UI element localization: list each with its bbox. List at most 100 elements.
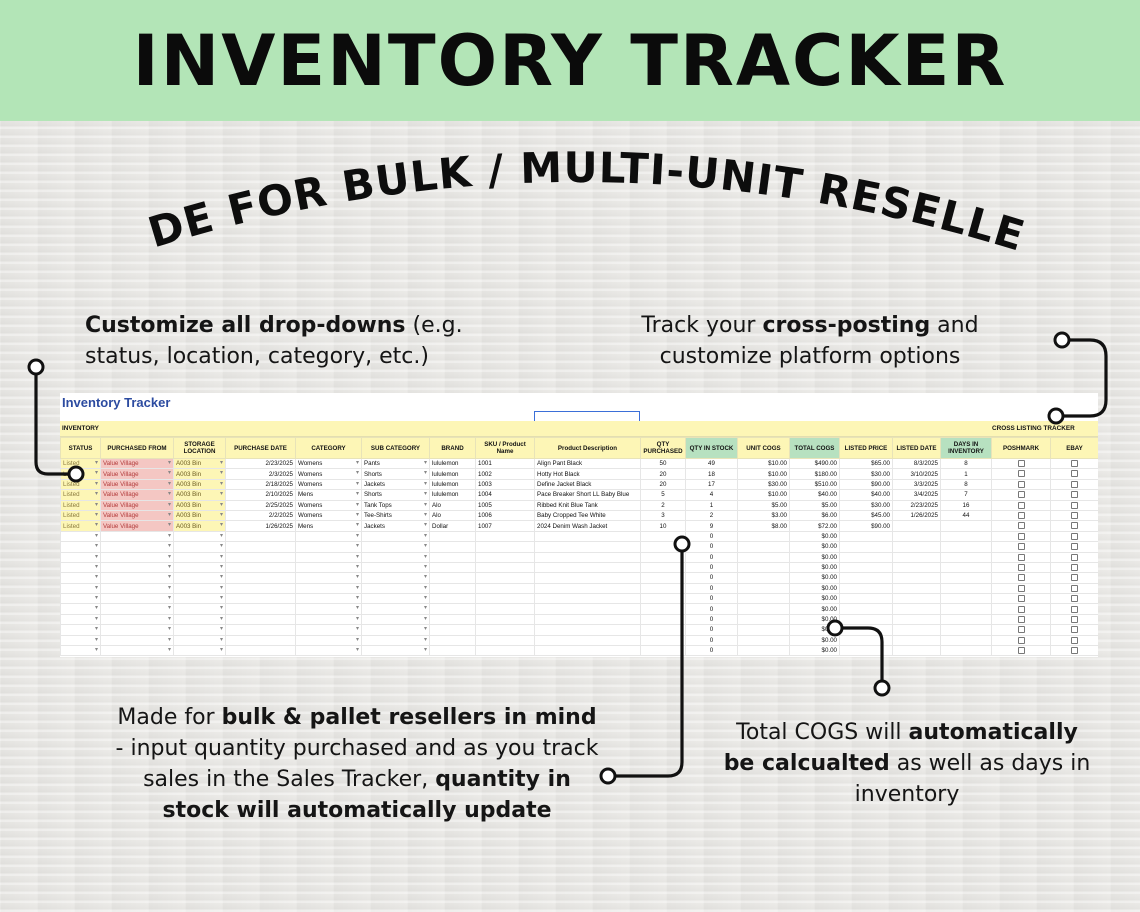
- poshmark-checkbox[interactable]: [1017, 532, 1025, 540]
- table-cell[interactable]: [295, 645, 362, 657]
- table-cell[interactable]: Mens: [295, 520, 362, 532]
- table-cell[interactable]: [100, 613, 174, 626]
- table-cell[interactable]: [100, 541, 174, 553]
- table-cell[interactable]: Listed: [60, 520, 101, 532]
- table-cell[interactable]: [361, 603, 430, 615]
- table-cell[interactable]: A003 Bin: [173, 509, 226, 522]
- ebay-checkbox[interactable]: [1071, 626, 1078, 634]
- ebay-checkbox[interactable]: [1071, 574, 1078, 582]
- poshmark-checkbox[interactable]: [1017, 522, 1025, 530]
- table-cell[interactable]: [295, 603, 362, 615]
- table-cell[interactable]: [173, 582, 226, 595]
- ebay-checkbox[interactable]: [1071, 553, 1078, 561]
- table-cell[interactable]: [361, 613, 430, 626]
- table-cell[interactable]: Womens: [295, 457, 362, 470]
- table-cell[interactable]: Value Village: [100, 499, 174, 511]
- table-cell[interactable]: Womens: [295, 478, 362, 491]
- poshmark-checkbox[interactable]: [1017, 543, 1025, 551]
- table-cell[interactable]: [361, 624, 430, 636]
- table-cell[interactable]: Womens: [295, 509, 362, 522]
- table-cell[interactable]: [295, 551, 362, 563]
- ebay-checkbox[interactable]: [1071, 532, 1078, 540]
- table-cell[interactable]: [60, 634, 101, 647]
- table-cell[interactable]: [60, 645, 101, 657]
- table-cell[interactable]: [295, 572, 362, 584]
- table-cell[interactable]: [361, 634, 430, 647]
- table-cell[interactable]: A003 Bin: [173, 478, 226, 491]
- poshmark-checkbox[interactable]: [1017, 615, 1025, 623]
- table-cell[interactable]: [60, 572, 101, 584]
- table-cell[interactable]: [361, 530, 430, 543]
- table-cell[interactable]: Value Village: [100, 468, 174, 480]
- poshmark-checkbox[interactable]: [1017, 501, 1025, 509]
- poshmark-checkbox[interactable]: [1017, 584, 1025, 592]
- table-cell[interactable]: Listed: [60, 468, 101, 480]
- table-cell[interactable]: [100, 530, 174, 543]
- table-cell[interactable]: [173, 634, 226, 647]
- table-cell[interactable]: [295, 530, 362, 543]
- poshmark-checkbox[interactable]: [1017, 491, 1025, 499]
- table-cell[interactable]: Shorts: [361, 489, 430, 501]
- table-cell[interactable]: [60, 530, 101, 543]
- table-cell[interactable]: Mens: [295, 489, 362, 501]
- table-cell[interactable]: [173, 593, 226, 605]
- table-cell[interactable]: [60, 561, 101, 574]
- table-cell[interactable]: Womens: [295, 499, 362, 511]
- ebay-checkbox[interactable]: [1071, 522, 1078, 530]
- table-cell[interactable]: [60, 593, 101, 605]
- table-cell[interactable]: A003 Bin: [173, 520, 226, 532]
- table-cell[interactable]: Value Village: [100, 520, 174, 532]
- poshmark-checkbox[interactable]: [1017, 460, 1025, 468]
- ebay-checkbox[interactable]: [1071, 543, 1078, 551]
- table-cell[interactable]: [100, 624, 174, 636]
- poshmark-checkbox[interactable]: [1017, 563, 1025, 571]
- table-cell[interactable]: [60, 613, 101, 626]
- table-cell[interactable]: Shorts: [361, 468, 430, 480]
- table-cell[interactable]: [361, 593, 430, 605]
- table-cell[interactable]: [295, 593, 362, 605]
- table-cell[interactable]: Value Village: [100, 478, 174, 491]
- table-cell[interactable]: [60, 551, 101, 563]
- table-cell[interactable]: [173, 624, 226, 636]
- table-cell[interactable]: [60, 624, 101, 636]
- table-cell[interactable]: [173, 541, 226, 553]
- ebay-checkbox[interactable]: [1071, 647, 1078, 655]
- ebay-checkbox[interactable]: [1071, 480, 1078, 488]
- table-cell[interactable]: [295, 582, 362, 595]
- table-cell[interactable]: A003 Bin: [173, 499, 226, 511]
- table-cell[interactable]: [100, 551, 174, 563]
- ebay-checkbox[interactable]: [1071, 512, 1078, 519]
- table-cell[interactable]: Value Village: [100, 457, 174, 470]
- table-cell[interactable]: [361, 541, 430, 553]
- table-cell[interactable]: Listed: [60, 499, 101, 511]
- table-cell[interactable]: Jackets: [361, 478, 430, 491]
- table-cell[interactable]: A003 Bin: [173, 468, 226, 480]
- table-cell[interactable]: Tee-Shirts: [361, 509, 430, 522]
- ebay-checkbox[interactable]: [1071, 595, 1078, 603]
- table-cell[interactable]: [173, 561, 226, 574]
- table-cell[interactable]: [361, 582, 430, 595]
- table-cell[interactable]: [295, 624, 362, 636]
- table-cell[interactable]: [173, 613, 226, 626]
- ebay-checkbox[interactable]: [1071, 636, 1078, 644]
- poshmark-checkbox[interactable]: [1017, 480, 1025, 488]
- poshmark-checkbox[interactable]: [1017, 512, 1025, 519]
- table-cell[interactable]: Tank Tops: [361, 499, 430, 511]
- ebay-checkbox[interactable]: [1071, 491, 1078, 499]
- ebay-checkbox[interactable]: [1071, 460, 1078, 468]
- table-cell[interactable]: [60, 603, 101, 615]
- ebay-checkbox[interactable]: [1071, 563, 1078, 571]
- table-cell[interactable]: [173, 530, 226, 543]
- table-cell[interactable]: [100, 645, 174, 657]
- table-cell[interactable]: [100, 634, 174, 647]
- poshmark-checkbox[interactable]: [1017, 574, 1025, 582]
- ebay-checkbox[interactable]: [1071, 584, 1078, 592]
- poshmark-checkbox[interactable]: [1017, 553, 1025, 561]
- table-cell[interactable]: Womens: [295, 468, 362, 480]
- table-cell[interactable]: [295, 541, 362, 553]
- table-cell[interactable]: [295, 613, 362, 626]
- table-cell[interactable]: [295, 634, 362, 647]
- table-cell[interactable]: [100, 561, 174, 574]
- table-cell[interactable]: Listed: [60, 509, 101, 522]
- table-cell[interactable]: [361, 561, 430, 574]
